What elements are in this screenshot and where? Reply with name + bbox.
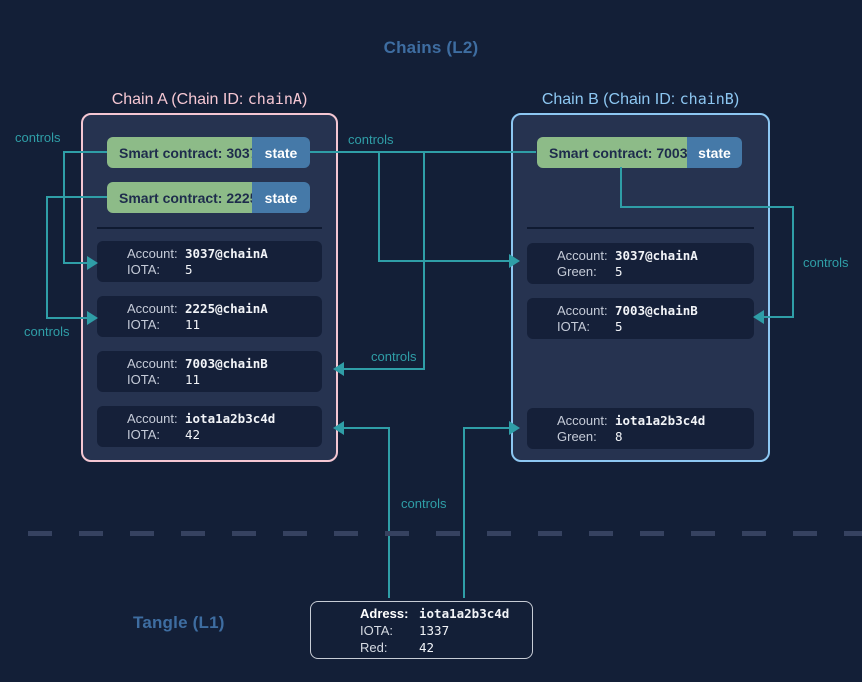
token-label: IOTA:	[557, 318, 590, 334]
smart-contract-3037: Smart contract: 3037 state	[107, 137, 310, 168]
red-label: Red:	[360, 639, 388, 655]
token-amount: 8	[615, 428, 623, 444]
account-label: Account:	[127, 355, 178, 371]
chain-b-title-suffix: )	[733, 91, 740, 108]
connector-line	[620, 206, 794, 208]
chain-a-title-prefix: Chain A (Chain ID:	[111, 91, 248, 108]
chain-b-divider	[527, 227, 754, 229]
account-label: Account:	[557, 302, 608, 318]
account-row-a1: Account: 3037@chainA IOTA: 5	[97, 241, 322, 282]
address-value: iota1a2b3c4d	[419, 605, 510, 621]
chain-b-box: Smart contract: 7003 state Account: 3037…	[511, 113, 770, 462]
smart-contract-3037-state-tab: state	[252, 137, 310, 168]
account-row-a2: Account: 2225@chainA IOTA: 11	[97, 296, 322, 337]
connector-line	[792, 206, 794, 318]
account-id: 3037@chainA	[185, 245, 268, 261]
account-label: Account:	[127, 300, 178, 316]
chain-a-box: Smart contract: 3037 state Smart contrac…	[81, 113, 338, 462]
controls-label-top-middle: controls	[348, 132, 394, 147]
chain-b-id: chainB	[679, 90, 734, 108]
token-amount: 11	[185, 371, 201, 387]
connector-line	[463, 427, 510, 429]
account-label: Account:	[557, 412, 608, 428]
controls-label-bottom: controls	[401, 496, 447, 511]
account-id: 2225@chainA	[185, 300, 268, 316]
token-label: Green:	[557, 428, 597, 444]
smart-contract-2225-label: Smart contract: 2225	[107, 182, 258, 213]
connector-line	[423, 151, 425, 370]
controls-label-top-left: controls	[15, 130, 61, 145]
connector-line	[46, 196, 107, 198]
connector-line	[63, 262, 88, 264]
connector-line	[378, 151, 380, 262]
red-value: 42	[419, 639, 435, 655]
connector-arrow-icon	[509, 421, 520, 435]
token-label: IOTA:	[127, 371, 160, 387]
account-id: 7003@chainB	[185, 355, 268, 371]
connector-line	[63, 151, 65, 263]
smart-contract-3037-label: Smart contract: 3037	[107, 137, 258, 168]
chain-b-title: Chain B (Chain ID: chainB)	[511, 90, 770, 109]
smart-contract-7003: Smart contract: 7003 state	[537, 137, 742, 168]
smart-contract-7003-state-tab: state	[687, 137, 742, 168]
connector-arrow-icon	[87, 311, 98, 325]
connector-line	[344, 427, 390, 429]
token-amount: 11	[185, 316, 201, 332]
layer-separator-dashed-line	[28, 531, 862, 536]
l1-address-box: Adress: iota1a2b3c4d IOTA: 1337 Red: 42	[310, 601, 533, 659]
controls-label-middle: controls	[371, 349, 417, 364]
connector-line	[620, 167, 622, 208]
smart-contract-2225-state-tab: state	[252, 182, 310, 213]
token-label: IOTA:	[127, 426, 160, 442]
account-id: 3037@chainA	[615, 247, 698, 263]
connector-line	[46, 317, 88, 319]
connector-line	[764, 316, 794, 318]
account-id: iota1a2b3c4d	[185, 410, 276, 426]
controls-label-bottom-left: controls	[24, 324, 70, 339]
smart-contract-7003-label: Smart contract: 7003	[537, 137, 688, 168]
token-label: IOTA:	[127, 316, 160, 332]
tangle-l1-heading: Tangle (L1)	[133, 613, 225, 632]
address-label: Adress:	[360, 605, 409, 621]
account-id: iota1a2b3c4d	[615, 412, 706, 428]
token-amount: 5	[615, 318, 623, 334]
account-row-a3: Account: 7003@chainB IOTA: 11	[97, 351, 322, 392]
connector-line	[388, 427, 390, 598]
account-row-a4: Account: iota1a2b3c4d IOTA: 42	[97, 406, 322, 447]
chains-l2-heading: Chains (L2)	[383, 38, 479, 57]
account-label: Account:	[127, 410, 178, 426]
smart-contract-2225: Smart contract: 2225 state	[107, 182, 310, 213]
connector-line	[344, 368, 425, 370]
connector-line	[63, 151, 107, 153]
chain-a-divider	[97, 227, 322, 229]
connector-arrow-icon	[753, 310, 764, 324]
token-amount: 5	[615, 263, 623, 279]
token-label: IOTA:	[127, 261, 160, 277]
connector-arrow-icon	[87, 256, 98, 270]
account-label: Account:	[127, 245, 178, 261]
account-label: Account:	[557, 247, 608, 263]
connector-arrow-icon	[509, 254, 520, 268]
controls-label-right: controls	[803, 255, 849, 270]
connector-arrow-icon	[333, 421, 344, 435]
chain-a-id: chainA	[247, 90, 302, 108]
token-label: Green:	[557, 263, 597, 279]
chain-a-title: Chain A (Chain ID: chainA)	[81, 90, 338, 109]
connector-line	[463, 427, 465, 598]
account-row-b2: Account: 7003@chainB IOTA: 5	[527, 298, 754, 339]
account-id: 7003@chainB	[615, 302, 698, 318]
connector-line	[378, 260, 510, 262]
token-amount: 5	[185, 261, 193, 277]
chain-a-title-suffix: )	[301, 91, 308, 108]
iota-label: IOTA:	[360, 622, 393, 638]
iota-value: 1337	[419, 622, 450, 638]
account-row-b3: Account: iota1a2b3c4d Green: 8	[527, 408, 754, 449]
account-row-b1: Account: 3037@chainA Green: 5	[527, 243, 754, 284]
connector-line	[46, 196, 48, 319]
token-amount: 42	[185, 426, 201, 442]
chain-b-title-prefix: Chain B (Chain ID:	[541, 91, 680, 108]
connector-arrow-icon	[333, 362, 344, 376]
